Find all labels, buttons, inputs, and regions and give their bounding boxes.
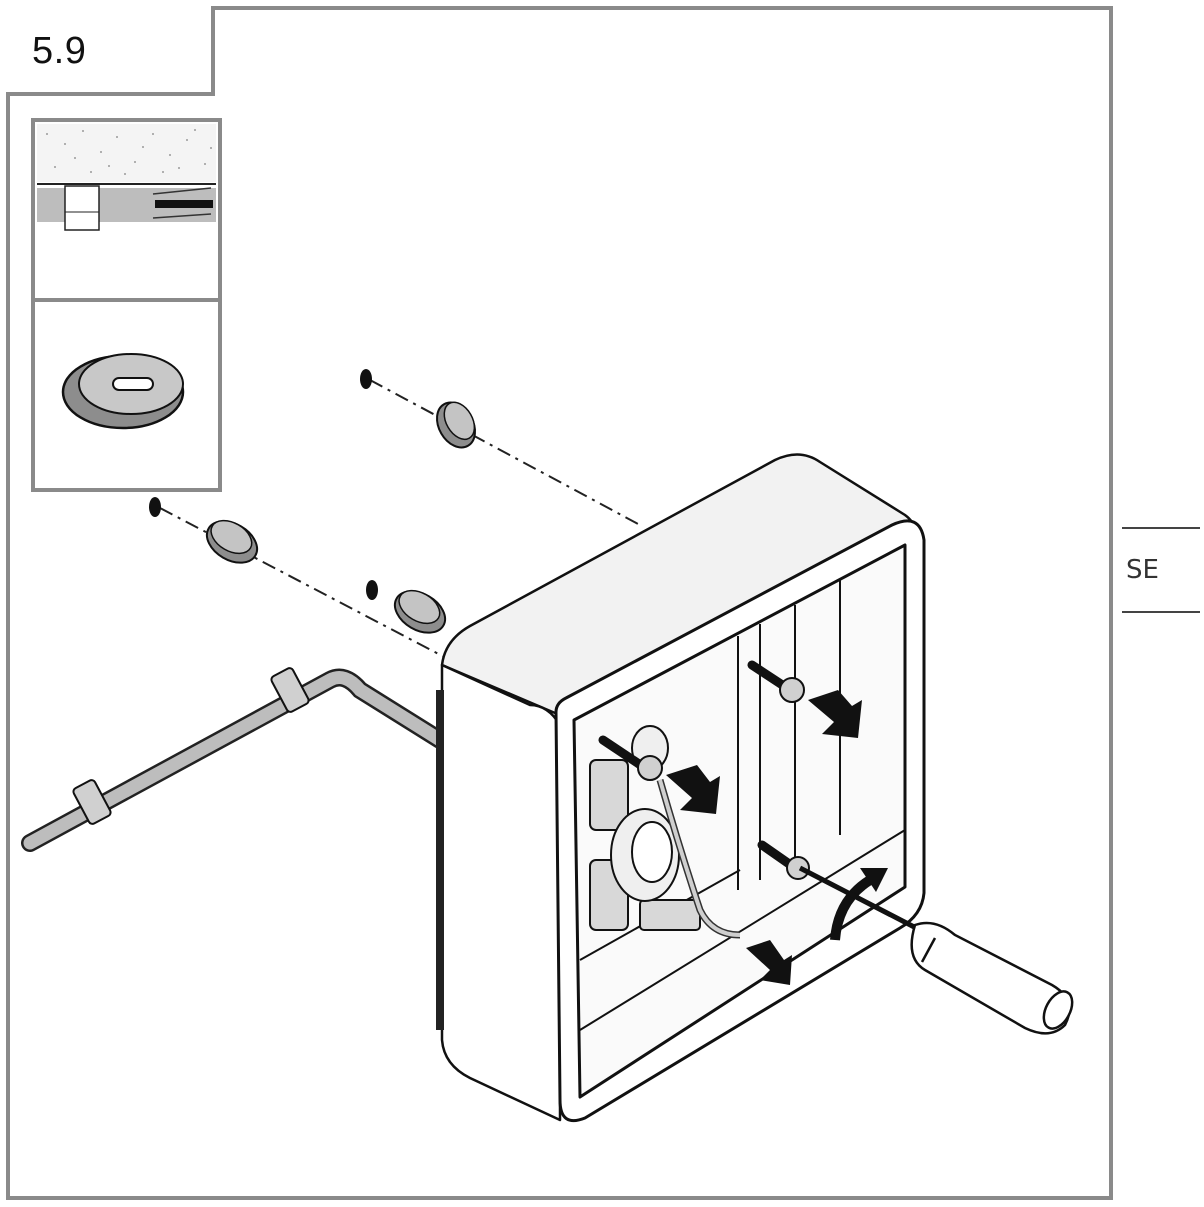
wall-box-icon <box>436 453 926 1123</box>
inset-divider <box>31 298 222 302</box>
wall-plug-icons <box>149 369 378 600</box>
grommet-icons <box>205 401 476 634</box>
wall-cross-section-icon <box>37 124 216 231</box>
page-frame <box>6 6 1113 1200</box>
inset-drawing <box>37 124 216 430</box>
language-tab: SE <box>1122 527 1200 613</box>
cable-icon <box>21 667 449 852</box>
alignment-guides <box>159 379 641 661</box>
detail-inset <box>31 118 222 492</box>
screwdriver-icon <box>798 865 1074 1035</box>
push-arrow-icons <box>666 690 862 985</box>
step-number-box: 5.9 <box>6 6 215 96</box>
oval-grommet-icon <box>61 353 185 430</box>
language-code: SE <box>1126 555 1159 585</box>
screw-icons <box>598 660 810 880</box>
rotate-arrow-icon <box>830 868 888 941</box>
step-number: 5.9 <box>32 30 87 72</box>
